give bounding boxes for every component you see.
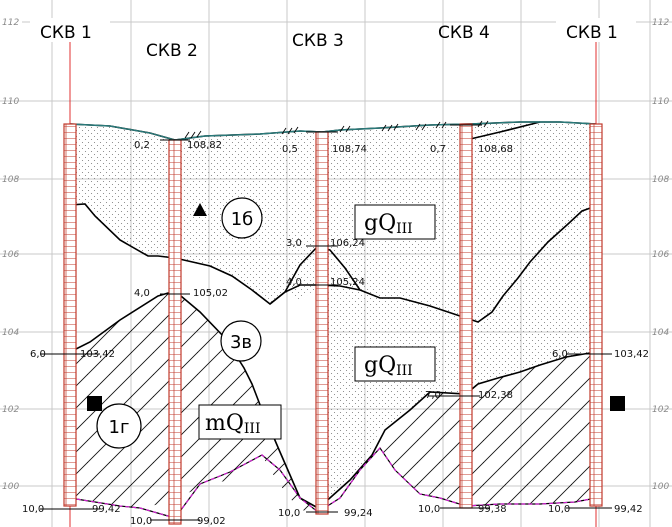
layer-circle-1g-label: 1г — [109, 417, 130, 438]
depth-label: 7,0 — [425, 390, 441, 401]
geo-index-labels: gQIII gQIII mQIII — [198, 204, 436, 440]
depth-label: 10,0 — [548, 504, 570, 515]
depth-label: 10,0 — [278, 508, 300, 519]
well-1-column — [63, 123, 77, 507]
elev-label-left: 110 — [2, 97, 19, 107]
depth-label: 0,2 — [134, 140, 150, 151]
elev-label-left: 112 — [2, 18, 19, 28]
well-4-name: СКВ 4 — [438, 23, 490, 43]
elevation-label: 106,24 — [330, 238, 365, 249]
depth-label: 4,0 — [286, 277, 302, 288]
elevation-label: 105,24 — [330, 277, 365, 288]
elevation-label: 99,02 — [197, 516, 226, 527]
square-marker-icon — [610, 396, 625, 411]
well-1-repeat-name: СКВ 1 — [566, 23, 618, 43]
layer-circle-1g — [96, 403, 142, 449]
elevation-label: 103,42 — [614, 349, 649, 360]
layer-circle-1b — [221, 197, 263, 239]
elev-label-left: 106 — [2, 250, 19, 260]
depth-label: 10,0 — [130, 516, 152, 527]
depth-labels: 0,2 108,82 0,5 108,74 0,7 108,68 3,0 106… — [22, 140, 649, 527]
elev-label-right: 112 — [652, 18, 669, 28]
well-headers: СКВ 1 СКВ 2 СКВ 3 СКВ 4 СКВ 1 — [30, 18, 636, 61]
well-1-repeat-column — [589, 123, 603, 507]
elev-label-left: 108 — [2, 175, 19, 185]
elevation-label: 99,42 — [92, 504, 121, 515]
elevation-label: 99,38 — [478, 504, 507, 515]
depth-label: 3,0 — [286, 238, 302, 249]
well-2-name: СКВ 2 — [146, 41, 198, 61]
elev-label-left: 102 — [2, 405, 19, 415]
elevation-label: 102,38 — [478, 390, 513, 401]
elevation-label: 108,74 — [332, 144, 367, 155]
elevation-label: 108,68 — [478, 144, 513, 155]
square-marker-icon — [87, 396, 102, 411]
elevation-label: 105,02 — [193, 288, 228, 299]
base-line-dash — [69, 447, 597, 519]
surface-hatching — [184, 120, 489, 139]
depth-label: 10,0 — [22, 504, 44, 515]
geo-label-mq: mQIII — [205, 411, 261, 437]
map-symbols — [87, 203, 625, 411]
geo-box-gq-lower — [354, 346, 436, 382]
geo-box-mq — [198, 404, 282, 440]
layer-circle-3v — [220, 320, 262, 362]
depth-label: 4,0 — [134, 288, 150, 299]
elev-label-right: 102 — [652, 405, 669, 415]
layer-circle-3v-label: 3в — [230, 332, 252, 353]
sand-layer-lower — [322, 206, 596, 505]
well-3-column — [315, 131, 329, 515]
triangle-marker-icon — [193, 203, 207, 216]
elevation-axis-right: 112 110 108 106 104 102 100 — [652, 18, 669, 492]
well-4-column — [459, 123, 473, 509]
elev-label-right: 106 — [652, 250, 669, 260]
depth-label: 6,0 — [30, 349, 46, 360]
elev-label-left: 100 — [2, 482, 19, 492]
layer-markers: 1б 3в 1г — [96, 197, 263, 449]
marine-layer — [70, 291, 318, 512]
elevation-label: 99,42 — [614, 504, 643, 515]
elevation-label: 103,42 — [80, 349, 115, 360]
elev-label-right: 100 — [652, 482, 669, 492]
geo-label-gq-upper: gQIII — [364, 211, 413, 237]
depth-ticks — [40, 124, 612, 521]
elev-label-right: 110 — [652, 97, 669, 107]
elev-label-right: 104 — [652, 328, 669, 338]
geo-label-gq-lower: gQIII — [364, 353, 413, 379]
elevation-axis-left: 112 110 108 106 104 102 100 — [0, 15, 22, 492]
elev-label-left: 104 — [2, 328, 19, 338]
elevation-label: 99,24 — [344, 508, 373, 519]
well-1-name: СКВ 1 — [40, 23, 92, 43]
depth-label: 10,0 — [418, 504, 440, 515]
depth-label: 0,7 — [430, 144, 446, 155]
depth-label: 0,5 — [282, 144, 298, 155]
elevation-label: 108,82 — [187, 140, 222, 151]
well-2-column — [168, 139, 182, 525]
well-3-name: СКВ 3 — [292, 31, 344, 51]
depth-label: 6,0 — [552, 349, 568, 360]
layer-circle-1b-label: 1б — [231, 209, 254, 230]
elev-label-right: 108 — [652, 175, 669, 185]
geo-box-gq-upper — [354, 204, 436, 240]
